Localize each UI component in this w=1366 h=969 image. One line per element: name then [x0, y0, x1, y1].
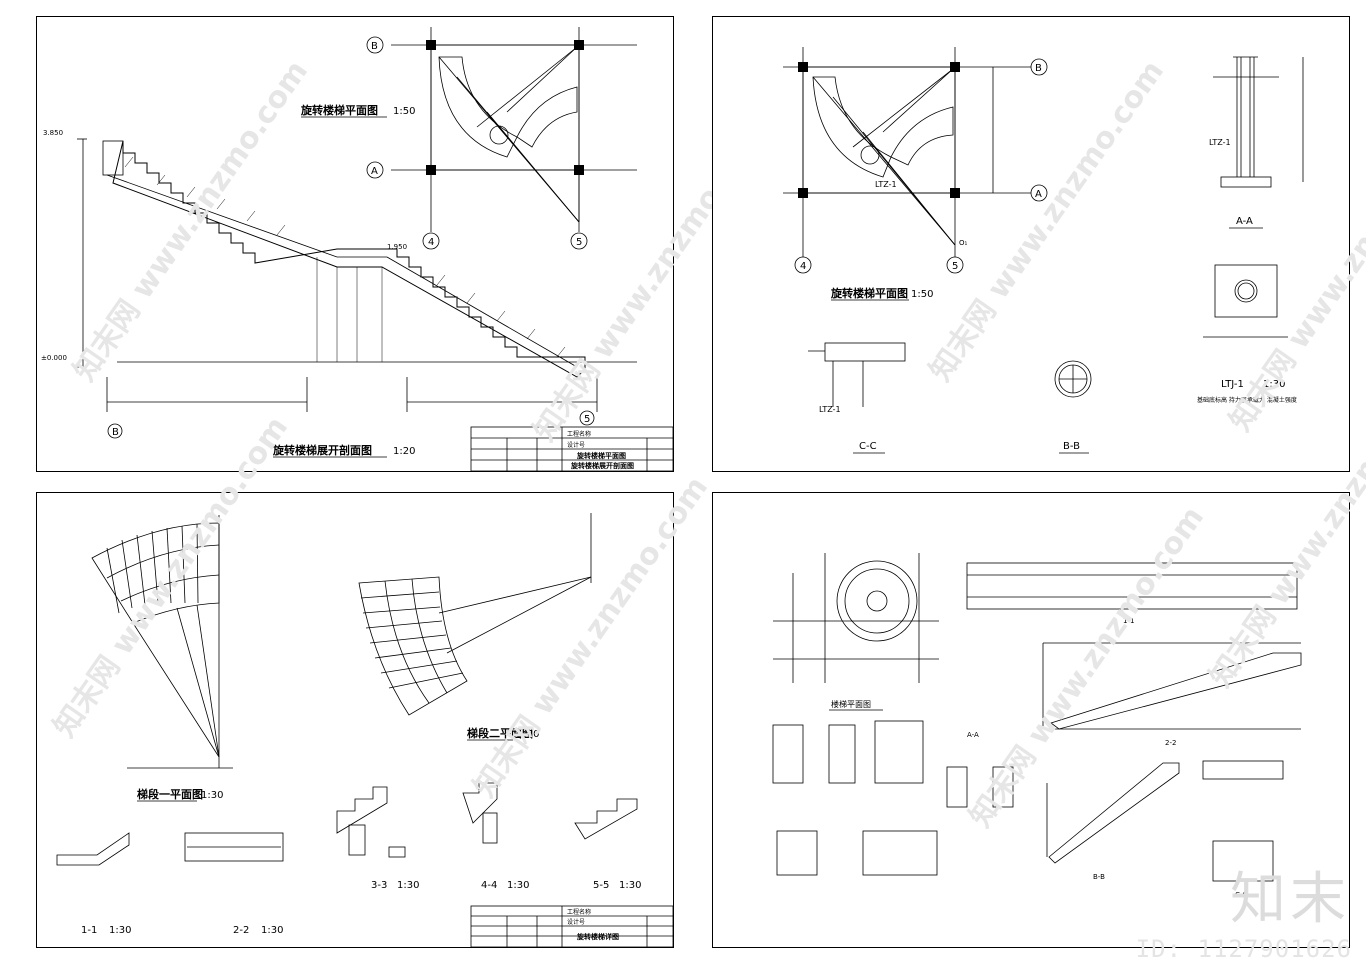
- section-title: 旋转楼梯展开剖面图: [272, 443, 372, 457]
- level-mid: 1.950: [387, 243, 407, 251]
- drawing-sheet-top-right: B A 4 5 LTZ-1 O₁ 旋转楼梯平面图 1:50 LTZ-1 A-A: [712, 16, 1366, 472]
- beam-ltz-label: LTZ-1: [819, 405, 841, 414]
- footing-note: 基础底标高 持力层承载力 混凝土强度: [1197, 396, 1297, 404]
- axis-5-label: 5: [576, 237, 582, 248]
- section-b-b-title: B-B: [1063, 441, 1080, 452]
- section-3-3-title: 3-3: [371, 880, 387, 891]
- axis-a-label: A: [371, 166, 378, 177]
- axis-a-label: A: [1035, 189, 1042, 200]
- image-id: ID: 1127901626: [1135, 935, 1352, 963]
- sheet-4-drawing: 楼梯平面图 1-1 2-2 A-A B-B C-C: [772, 553, 1302, 899]
- section-c-c-title: C-C: [859, 441, 877, 452]
- plan-title: 旋转楼梯平面图: [300, 103, 378, 117]
- plan-scale: 1:50: [911, 289, 933, 300]
- section-3-3-scale: 1:30: [397, 880, 419, 891]
- column-ltz-label: LTZ-1: [875, 180, 897, 189]
- stair-2-plan-scale: 1:30: [517, 729, 539, 740]
- section-2-2-title: 2-2: [233, 925, 249, 936]
- section-scale: 1:20: [393, 446, 415, 457]
- footing-ltj-scale: 1:30: [1263, 379, 1285, 390]
- plan-title: 旋转楼梯平面图: [830, 286, 908, 300]
- axis-5-section-label: 5: [584, 414, 590, 425]
- section-4-4-title: 4-4: [481, 880, 497, 891]
- title-block-project: 工程名称: [567, 908, 591, 916]
- center-o1-label: O₁: [959, 239, 968, 247]
- level-top: 3.850: [43, 129, 63, 137]
- title-block-design-no: 设计号: [567, 441, 585, 449]
- view-2-2-title: 2-2: [1165, 739, 1176, 747]
- drawing-sheet-top-left: B A 4 5 5 B 旋转楼梯平面图 1:50: [36, 16, 775, 472]
- section-5-5-scale: 1:30: [619, 880, 641, 891]
- axis-4-label: 4: [800, 261, 806, 272]
- level-zero: ±0.000: [41, 354, 67, 362]
- section-4-4-scale: 1:30: [507, 880, 529, 891]
- footing-ltj-title: LTJ-1: [1221, 379, 1244, 390]
- axis-b-label: B: [371, 41, 378, 52]
- brand-logo: 知末: [1230, 867, 1350, 932]
- title-block-project: 工程名称: [567, 430, 591, 438]
- view-b-b-title: B-B: [1093, 873, 1105, 881]
- title-block-name-1: 旋转楼梯平面图: [576, 451, 626, 460]
- stair-2-plan-title: 梯段二平面图: [467, 726, 533, 740]
- section-1-1-scale: 1:30: [109, 925, 131, 936]
- view-c-c-title: C-C: [1235, 891, 1247, 899]
- view-plan-title: 楼梯平面图: [831, 699, 871, 709]
- view-a-a-title: A-A: [967, 731, 979, 739]
- sheet-3-drawing: 梯段一平面图 1:30 梯段二平面图 1:30: [56, 513, 674, 948]
- axis-5-label: 5: [952, 261, 958, 272]
- axis-b-section-label: B: [112, 427, 119, 438]
- axis-4-label: 4: [428, 237, 434, 248]
- title-block-name-2: 旋转楼梯展开剖面图: [570, 461, 634, 470]
- title-block-name: 旋转楼梯详图: [576, 932, 619, 941]
- section-1-1-title: 1-1: [81, 925, 97, 936]
- axis-b-label: B: [1035, 63, 1042, 74]
- sheet-2-drawing: B A 4 5 LTZ-1 O₁ 旋转楼梯平面图 1:50 LTZ-1 A-A: [783, 47, 1304, 454]
- column-ltz-label-2: LTZ-1: [1209, 138, 1231, 147]
- stair-1-plan-scale: 1:30: [201, 790, 223, 801]
- drawing-sheet-bottom-right: 楼梯平面图 1-1 2-2 A-A B-B C-C 知末网 www.znzmo.…: [712, 360, 1366, 948]
- section-2-2-scale: 1:30: [261, 925, 283, 936]
- section-5-5-title: 5-5: [593, 880, 609, 891]
- sheet-1-drawing: B A 4 5 5 B 旋转楼梯平面图 1:50: [41, 27, 674, 472]
- drawing-sheet-bottom-left: 梯段一平面图 1:30 梯段二平面图 1:30: [36, 410, 715, 948]
- plan-scale: 1:50: [393, 106, 415, 117]
- section-a-a-title: A-A: [1236, 216, 1253, 227]
- title-block-design-no: 设计号: [567, 918, 585, 926]
- stair-1-plan-title: 梯段一平面图: [137, 787, 203, 801]
- view-1-1-title: 1-1: [1123, 617, 1134, 625]
